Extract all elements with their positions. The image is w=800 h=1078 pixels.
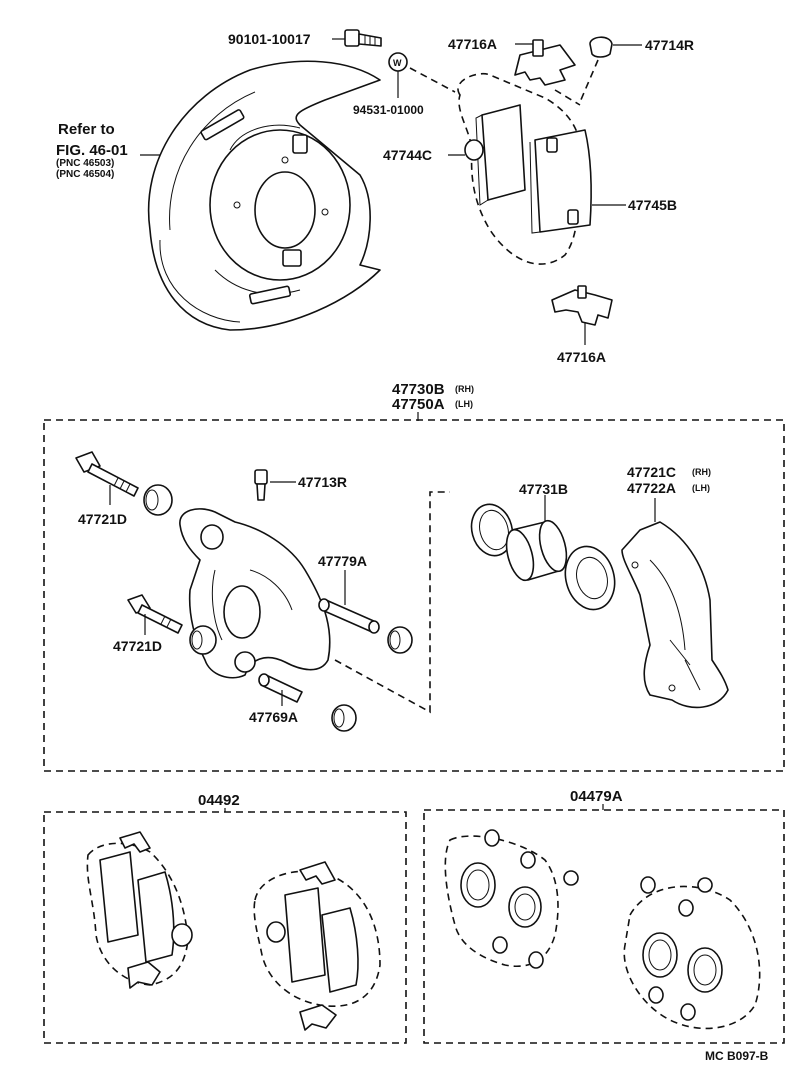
kit-04492-box (43, 811, 407, 1044)
label-clip-47716a-top: 47716A (448, 36, 497, 52)
label-pin-47779a: 47779A (318, 553, 367, 569)
label-shim-47744c: 47744C (383, 147, 432, 163)
bleeder-plug-47713r (254, 469, 296, 501)
label-caliper-rh: (RH) (455, 384, 474, 394)
label-bolt-90101-10017: 90101-10017 (228, 31, 311, 47)
kit-04492-pad-set-left (86, 831, 193, 989)
piston-seal-ring (470, 503, 514, 557)
label-mount-47722a: 47722A (627, 480, 676, 496)
label-mount-47721c-rh: (RH) (692, 467, 711, 477)
label-refer-pnc-46503: (PNC 46503) (56, 158, 114, 169)
label-refer-fig: FIG. 46-01 (56, 142, 128, 159)
caliper-mounting-bracket (621, 498, 729, 709)
label-caliper-47750a: 47750A (392, 396, 445, 413)
piston-47731b (505, 495, 568, 582)
label-pin-47769a: 47769A (249, 709, 298, 725)
slide-pin-47769a (258, 673, 303, 706)
boot-47779a (387, 626, 413, 654)
label-piston-47731b: 47731B (519, 481, 568, 497)
caliper-cylinder-body (179, 508, 331, 679)
piston-boot (564, 545, 616, 611)
washer-94531-01000: W (388, 52, 408, 98)
label-caliper-47730b: 47730B (392, 381, 445, 398)
label-pad-47745b: 47745B (628, 197, 677, 213)
label-caliper-lh: (LH) (455, 399, 473, 409)
label-mount-47722a-lh: (LH) (692, 483, 710, 493)
label-refer-pnc-46504: (PNC 46504) (56, 169, 114, 180)
label-clip-47716a-bottom: 47716A (557, 349, 606, 365)
kit-04492-pad-set-right (253, 861, 381, 1031)
svg-text:W: W (393, 58, 402, 68)
kit-04479a-seal-set-right (623, 876, 761, 1030)
anti-rattle-clip-47716a-top (514, 39, 576, 86)
boot-47769a (331, 704, 357, 732)
label-mount-47721c: 47721C (627, 464, 676, 480)
label-kit-04492: 04492 (198, 792, 240, 809)
bolt-47721d-bottom (127, 594, 183, 635)
kit-04479a-seal-set-left (444, 829, 579, 969)
bolt-47721d-top (75, 451, 139, 505)
label-cap-47714r: 47714R (645, 37, 694, 53)
label-bolt-47721d-bottom: 47721D (113, 638, 162, 654)
dust-shield-backing-plate (147, 60, 381, 331)
label-bolt-47721d-top: 47721D (78, 511, 127, 527)
kit-04479a-box (423, 809, 785, 1044)
footer-diagram-code: MC B097-B (705, 1049, 769, 1063)
dust-cap-47714r (579, 36, 642, 103)
anti-rattle-clip-47716a-bottom (551, 285, 613, 345)
bushing-top (143, 484, 173, 516)
caliper-assembly-box (43, 419, 785, 772)
slide-pin-47779a (318, 570, 380, 634)
label-washer-94531-01000: 94531-01000 (353, 103, 424, 117)
caliper-pad-assembly-top (457, 73, 592, 265)
bushing-bottom (189, 625, 217, 655)
caliper-assembly-label-group: 47730B (RH) 47750A (LH) (392, 381, 474, 421)
label-refer-to: Refer to (58, 121, 115, 138)
label-bleeder-47713r: 47713R (298, 474, 347, 490)
label-kit-04479a: 04479A (570, 788, 623, 805)
bolt-90101-10017 (332, 29, 382, 47)
